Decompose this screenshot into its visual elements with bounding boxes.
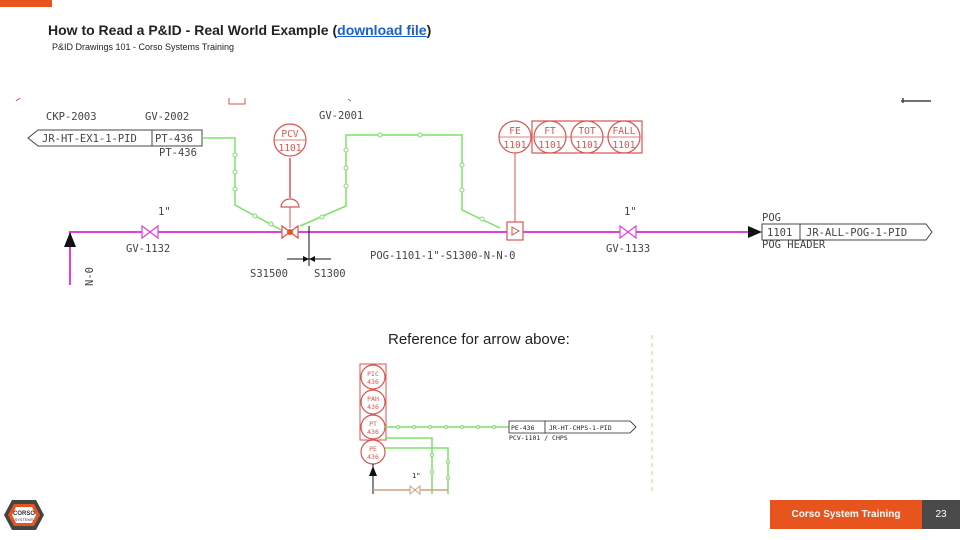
tot-bottom-label: 1101 — [576, 140, 599, 151]
flow-arrow-up-icon — [64, 232, 76, 247]
fall-top-label: FALL — [613, 126, 636, 137]
ref-pah-bottom: 436 — [367, 403, 379, 411]
ref-pic-top: PIC — [367, 370, 379, 378]
slide-subtitle: P&ID Drawings 101 - Corso Systems Traini… — [52, 42, 235, 52]
offpage-left-text: JR-HT-EX1-1-PID — [42, 133, 137, 145]
accent-bar — [0, 0, 52, 7]
signal-lines — [202, 134, 501, 233]
ref-pt-top: PT — [369, 420, 377, 428]
offpage-right-text: JR-ALL-POG-1-PID — [806, 227, 907, 239]
gate-valve-gv1133-icon — [619, 224, 637, 240]
ref-offpage-sub: PCV-1101 / CHPS — [509, 434, 568, 442]
ref-size-label: 1" — [412, 472, 420, 480]
flow-instruments — [498, 120, 643, 154]
fe-bottom-label: 1101 — [504, 140, 527, 151]
ckp-2003-label: CKP-2003 — [46, 111, 97, 123]
title-text: How to Read a P&ID - Real World Example … — [48, 22, 338, 38]
actuator-icon — [280, 198, 300, 208]
ft-top-label: FT — [544, 126, 556, 137]
offpage-left-tag2: PT-436 — [159, 147, 197, 159]
footer-label: Corso System Training — [770, 500, 922, 529]
pog-header-label: POG HEADER — [762, 239, 826, 251]
line-number-label: POG-1101-1"-S1300-N-N-0 — [370, 250, 515, 262]
tot-top-label: TOT — [578, 126, 595, 137]
pipe-size-left: 1" — [158, 206, 171, 218]
ft-bottom-label: 1101 — [539, 140, 562, 151]
gv-2001-label: GV-2001 — [319, 110, 363, 122]
pog-label: POG — [762, 212, 781, 224]
offpage-right-num: 1101 — [767, 227, 792, 239]
pipe-size-right: 1" — [624, 206, 637, 218]
reference-diagram — [359, 363, 637, 496]
download-file-link[interactable]: download file — [337, 22, 427, 38]
fall-bottom-label: 1101 — [613, 140, 636, 151]
reference-caption: Reference for arrow above: — [388, 331, 570, 348]
pcv-bottom-label: 1101 — [279, 143, 302, 154]
ref-offpage-text: JR-HT-CHPS-1-PID — [549, 424, 612, 432]
gv-1132-label: GV-1132 — [126, 243, 170, 255]
logo-text-1: CORSO — [13, 511, 35, 517]
logo-text-2: SYSTEMS — [14, 517, 33, 522]
signal-dots — [232, 132, 485, 227]
ref-offpage-tag: PE-436 — [511, 424, 535, 432]
offpage-connector-right — [761, 223, 933, 241]
offpage-connector-left — [27, 129, 203, 147]
pcv-top-label: PCV — [281, 129, 298, 140]
gate-valve-gv1132-icon — [141, 224, 159, 240]
ref-pe-top: PE — [369, 445, 377, 453]
fe-top-label: FE — [509, 126, 521, 137]
pid-drawing: CKP-2003 GV-2002 GV-2001 JR-HT-EX1-1-PID… — [15, 97, 933, 496]
ref-pah-top: PAH — [367, 395, 379, 403]
gv-1133-label: GV-1133 — [606, 243, 650, 255]
page-number: 23 — [922, 500, 960, 529]
clipped-fragment-right — [901, 98, 931, 103]
slide-title: How to Read a P&ID - Real World Example … — [48, 22, 431, 38]
spec-left-label: S31500 — [250, 268, 288, 280]
flow-element-box — [506, 221, 524, 241]
ref-pic-bottom: 436 — [367, 378, 379, 386]
spec-right-label: S1300 — [314, 268, 346, 280]
corso-logo: CORSO SYSTEMS — [4, 500, 44, 530]
vertical-line-label: N-0 — [84, 267, 96, 286]
gv-2002-label: GV-2002 — [145, 111, 189, 123]
flow-arrow-right-icon — [748, 226, 762, 238]
ref-pt-bottom: 436 — [367, 428, 379, 436]
clipped-fragments — [15, 97, 352, 105]
ref-pe-bottom: 436 — [367, 453, 379, 461]
offpage-left-tag: PT-436 — [155, 133, 193, 145]
title-close: ) — [426, 22, 432, 38]
